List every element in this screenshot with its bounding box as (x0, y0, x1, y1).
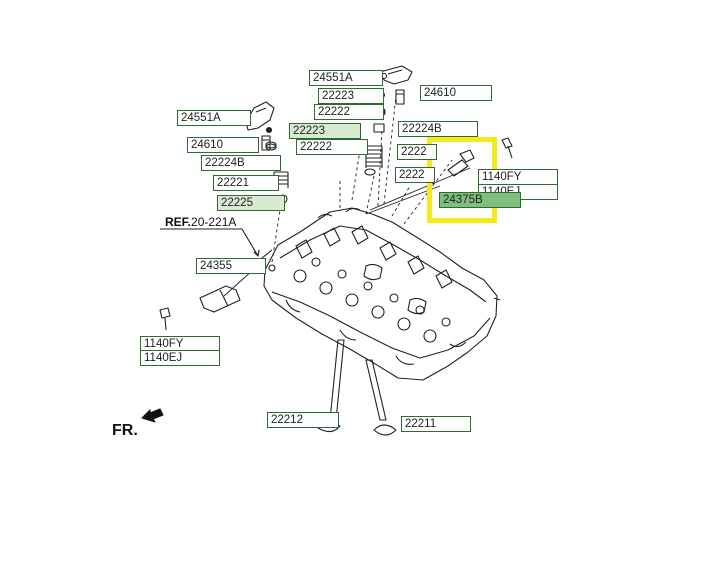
part-label-22223-mid[interactable]: 22223 (289, 123, 361, 139)
rocker-arm-left (245, 101, 275, 131)
bolt-right (501, 137, 513, 159)
front-arrow-icon (141, 408, 164, 423)
front-label: FR. (112, 422, 138, 439)
valve-22211 (365, 359, 397, 436)
part-label-22211[interactable]: 22211 (401, 416, 471, 432)
part-label-24551a-top[interactable]: 24551A (309, 70, 383, 86)
part-label-24551a-left[interactable]: 24551A (177, 110, 251, 126)
ref-prefix: REF. (165, 215, 192, 229)
part-label-22222-left[interactable]: 22222 (296, 139, 368, 155)
part-label-22221[interactable]: 22221 (213, 175, 279, 191)
oil-control-valve-right (447, 149, 475, 177)
bolt-left (159, 307, 171, 331)
part-label-22212[interactable]: 22212 (267, 412, 339, 428)
ref-label[interactable]: REF.20-221A (165, 215, 236, 229)
part-label-22224b-right[interactable]: 22224B (398, 121, 478, 137)
seal-right (364, 168, 376, 176)
lash-adjuster-left (261, 135, 271, 151)
ref-leader-line (160, 228, 259, 257)
part-label-22224b-left[interactable]: 22224B (201, 155, 281, 171)
oil-control-valve-left (199, 285, 241, 313)
ref-value: 20-221A (191, 215, 237, 229)
part-label-22222-top[interactable]: 22222 (314, 104, 384, 120)
part-label-2222-right-a[interactable]: 2222 (397, 144, 437, 160)
spring-right (365, 145, 383, 168)
part-label-22225[interactable]: 22225 (217, 195, 285, 211)
spring-left (273, 171, 289, 188)
part-label-24355[interactable]: 24355 (196, 258, 266, 274)
cylinder-head-outline (263, 207, 498, 381)
ball-22223-mid (265, 126, 273, 134)
rocker-arm-top (379, 65, 413, 85)
part-label-1140fy-right[interactable]: 1140FY (478, 169, 558, 185)
reference-lines (271, 95, 453, 263)
part-label-1140ej-left[interactable]: 1140EJ (140, 350, 220, 366)
part-label-24610-left[interactable]: 24610 (187, 137, 259, 153)
part-label-2222-right-b[interactable]: 2222 (395, 167, 435, 183)
part-label-24610-top[interactable]: 24610 (420, 85, 492, 101)
part-label-24375b[interactable]: 24375B (439, 192, 521, 208)
part-label-1140fy-left[interactable]: 1140FY (140, 336, 220, 352)
seat-right (373, 123, 385, 133)
retainer-left (265, 141, 277, 149)
part-label-22223-top[interactable]: 22223 (318, 88, 384, 104)
lash-adjuster-top (395, 89, 405, 105)
